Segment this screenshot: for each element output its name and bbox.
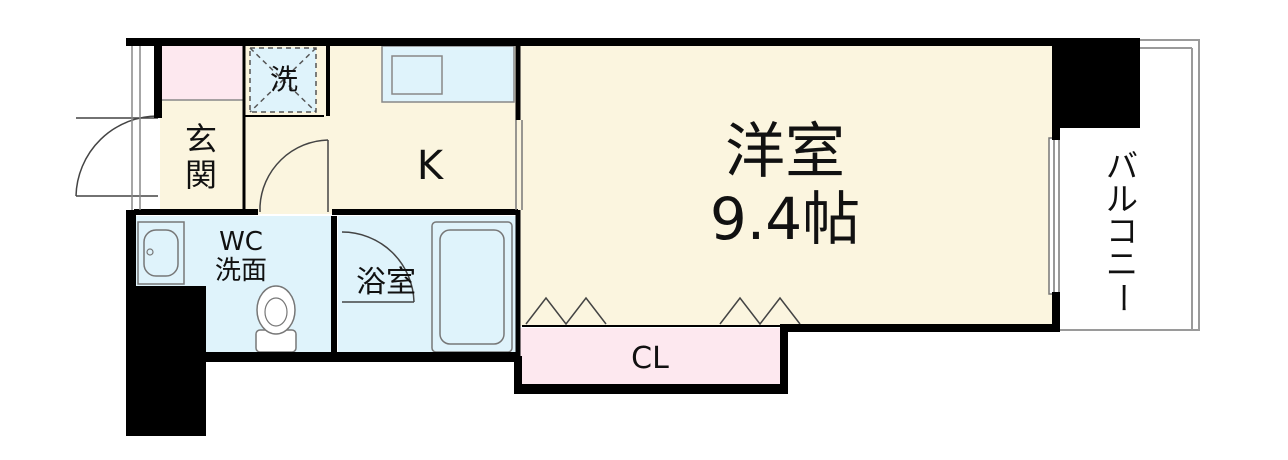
western-room-floor — [520, 44, 1055, 326]
kitchen-label: K — [416, 143, 444, 189]
washer-space — [249, 47, 317, 113]
closet-floor — [520, 328, 780, 388]
shoe-box — [159, 43, 245, 101]
sliding-door — [515, 120, 523, 210]
western-room-name: 洋室 — [725, 117, 845, 187]
balcony-char-4: ニ — [1105, 244, 1138, 283]
closet-doors — [525, 296, 801, 326]
closet-label: CL — [631, 341, 669, 376]
balcony-char-2: ル — [1105, 179, 1138, 218]
entrance-door-frame — [131, 44, 141, 210]
bathroom-label: 浴室 — [356, 265, 416, 300]
balcony-label: バ ル コ ニ ー — [1102, 150, 1142, 320]
washbasin — [137, 221, 185, 285]
western-room-size: 9.4帖 — [709, 185, 861, 253]
entrance-label-line2: 関 — [184, 155, 217, 194]
balcony-char-1: バ — [1105, 147, 1138, 185]
balcony-char-5: ー — [1103, 281, 1142, 314]
wc-label: WC 洗面 — [196, 228, 286, 285]
wc-label-line1: WC — [219, 227, 263, 257]
entrance-label: 玄 関 — [176, 120, 226, 194]
toilet — [255, 285, 297, 353]
balcony-window — [1048, 137, 1060, 295]
balcony-char-3: コ — [1105, 212, 1138, 251]
exterior-walls — [126, 38, 1140, 436]
entrance-floor — [160, 100, 244, 214]
bathtub — [431, 221, 513, 353]
washer-label: 洗 — [269, 63, 298, 96]
kitchen-counter — [381, 45, 515, 103]
door-swings — [75, 115, 415, 303]
entrance-label-line1: 玄 — [184, 120, 217, 158]
wc-label-line2: 洗面 — [214, 255, 267, 286]
